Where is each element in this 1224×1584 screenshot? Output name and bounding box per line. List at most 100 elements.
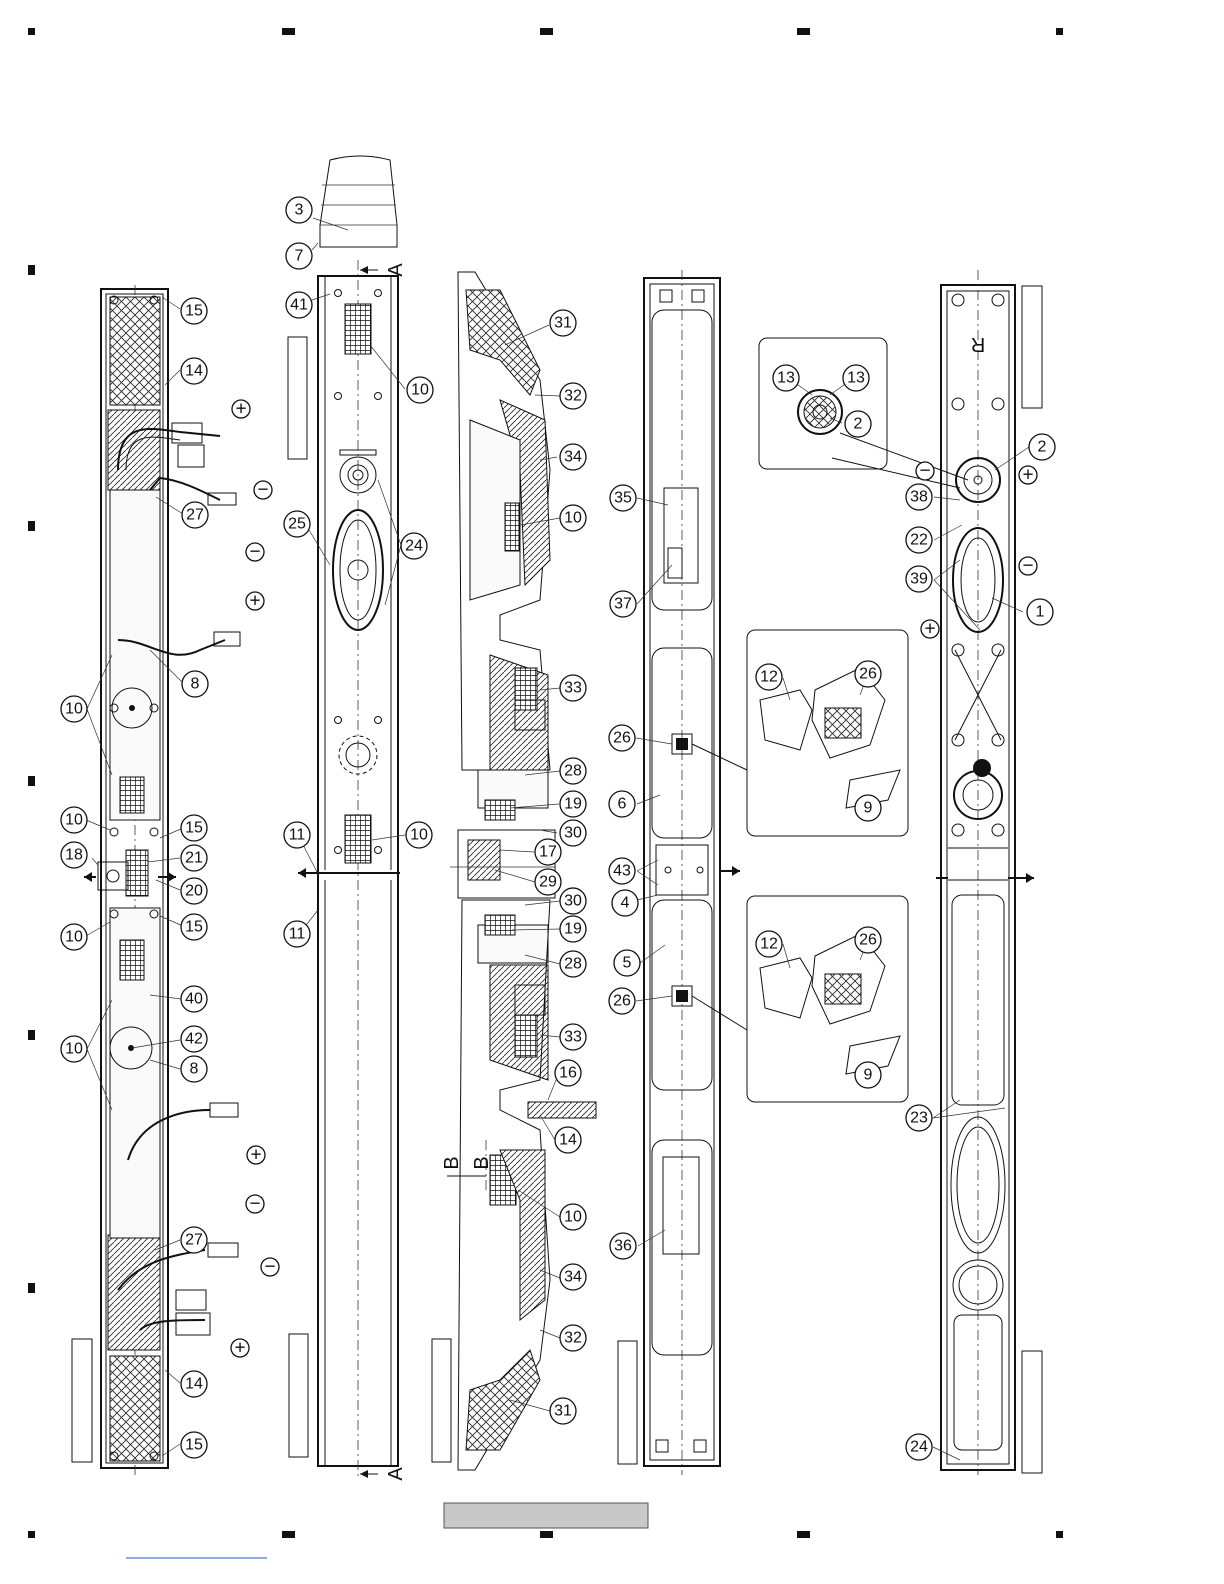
callout-17: 17 xyxy=(535,839,561,865)
callout-15-c: 15 xyxy=(181,914,207,940)
svg-text:15: 15 xyxy=(185,303,203,320)
svg-text:+: + xyxy=(249,591,260,612)
callout-15-a: 15 xyxy=(181,298,207,324)
svg-text:26: 26 xyxy=(613,993,631,1010)
callout-35: 35 xyxy=(610,485,636,511)
svg-text:10: 10 xyxy=(65,812,83,829)
plus-symbol: + xyxy=(246,591,264,612)
svg-text:31: 31 xyxy=(554,315,572,332)
callout-14-a: 14 xyxy=(181,358,207,384)
callout-31-b: 31 xyxy=(550,1398,576,1424)
callout-14-b: 14 xyxy=(181,1371,207,1397)
svg-text:34: 34 xyxy=(564,449,582,466)
svg-text:+: + xyxy=(250,1145,261,1166)
svg-text:21: 21 xyxy=(185,850,203,867)
svg-text:4: 4 xyxy=(621,895,630,912)
svg-text:17: 17 xyxy=(539,844,557,861)
svg-text:18: 18 xyxy=(65,847,83,864)
callout-10-a: 10 xyxy=(61,696,87,722)
section-mark-b-right: B xyxy=(471,1156,493,1169)
section-mark-b-left: B xyxy=(441,1156,463,1169)
svg-text:32: 32 xyxy=(564,388,582,405)
svg-text:15: 15 xyxy=(185,820,203,837)
svg-text:10: 10 xyxy=(65,929,83,946)
svg-text:35: 35 xyxy=(614,490,632,507)
svg-text:42: 42 xyxy=(185,1031,203,1048)
svg-text:27: 27 xyxy=(186,507,204,524)
plus-symbol: + xyxy=(1019,465,1037,486)
svg-text:5: 5 xyxy=(623,955,632,972)
callout-15-d: 15 xyxy=(181,1432,207,1458)
section-mark-a-bottom: A xyxy=(385,1467,407,1481)
svg-text:3: 3 xyxy=(295,202,304,219)
callout-28-a: 28 xyxy=(560,758,586,784)
view-rear-panel xyxy=(644,270,908,1475)
svg-text:+: + xyxy=(924,619,935,640)
callout-26-a: 26 xyxy=(609,725,635,751)
svg-text:+: + xyxy=(234,1338,245,1359)
callout-2-a: 2 xyxy=(845,411,871,437)
svg-text:15: 15 xyxy=(185,1437,203,1454)
minus-symbol: − xyxy=(246,542,264,563)
callout-27-b: 27 xyxy=(181,1227,207,1253)
callout-19-b: 19 xyxy=(560,916,586,942)
callout-12-b: 12 xyxy=(756,931,782,957)
svg-text:10: 10 xyxy=(65,701,83,718)
leader-lines xyxy=(86,218,1029,1460)
callout-13-a: 13 xyxy=(773,365,799,391)
callout-6: 6 xyxy=(609,791,635,817)
svg-text:13: 13 xyxy=(847,370,865,387)
callout-29: 29 xyxy=(535,869,561,895)
callout-8-b: 8 xyxy=(181,1056,207,1082)
callout-26-d: 26 xyxy=(855,927,881,953)
svg-text:14: 14 xyxy=(559,1132,577,1149)
svg-text:37: 37 xyxy=(614,596,632,613)
callout-24-b: 24 xyxy=(906,1434,932,1460)
svg-text:31: 31 xyxy=(554,1403,572,1420)
svg-text:9: 9 xyxy=(864,800,873,817)
svg-text:+: + xyxy=(1022,465,1033,486)
svg-text:40: 40 xyxy=(185,991,203,1008)
svg-text:10: 10 xyxy=(564,510,582,527)
callout-27-a: 27 xyxy=(182,502,208,528)
plus-symbol: + xyxy=(232,399,250,420)
callout-33-a: 33 xyxy=(560,675,586,701)
view-internal-wiring xyxy=(84,285,240,1475)
callout-32-a: 32 xyxy=(560,383,586,409)
svg-text:13: 13 xyxy=(777,370,795,387)
svg-text:1: 1 xyxy=(1036,604,1045,621)
callout-1: 1 xyxy=(1027,599,1053,625)
svg-text:8: 8 xyxy=(190,1061,199,1078)
svg-text:30: 30 xyxy=(564,893,582,910)
callout-10-e: 10 xyxy=(407,377,433,403)
callout-14-c: 14 xyxy=(555,1127,581,1153)
svg-text:15: 15 xyxy=(185,919,203,936)
svg-text:10: 10 xyxy=(564,1209,582,1226)
callout-24-a: 24 xyxy=(401,533,427,559)
callout-9-b: 9 xyxy=(855,1062,881,1088)
svg-text:24: 24 xyxy=(405,538,423,555)
callout-30-b: 30 xyxy=(560,888,586,914)
minus-symbol: − xyxy=(261,1257,279,1278)
minus-symbol: − xyxy=(246,1194,264,1215)
callout-37: 37 xyxy=(610,591,636,617)
svg-text:19: 19 xyxy=(564,921,582,938)
callout-10-b: 10 xyxy=(61,807,87,833)
plus-symbol: + xyxy=(921,619,939,640)
svg-text:10: 10 xyxy=(411,382,429,399)
minus-symbol: − xyxy=(916,461,934,482)
svg-text:16: 16 xyxy=(559,1065,577,1082)
callout-43: 43 xyxy=(609,858,635,884)
svg-text:23: 23 xyxy=(910,1110,928,1127)
svg-text:33: 33 xyxy=(564,1029,582,1046)
svg-text:12: 12 xyxy=(760,669,778,686)
callout-23: 23 xyxy=(906,1105,932,1131)
callout-10-h: 10 xyxy=(560,1204,586,1230)
callout-26-b: 26 xyxy=(609,988,635,1014)
callout-31-a: 31 xyxy=(550,310,576,336)
callout-4: 4 xyxy=(612,890,638,916)
svg-text:8: 8 xyxy=(191,676,200,693)
callout-30-a: 30 xyxy=(560,820,586,846)
footer-gray-bar xyxy=(444,1503,648,1528)
svg-text:−: − xyxy=(249,542,260,563)
